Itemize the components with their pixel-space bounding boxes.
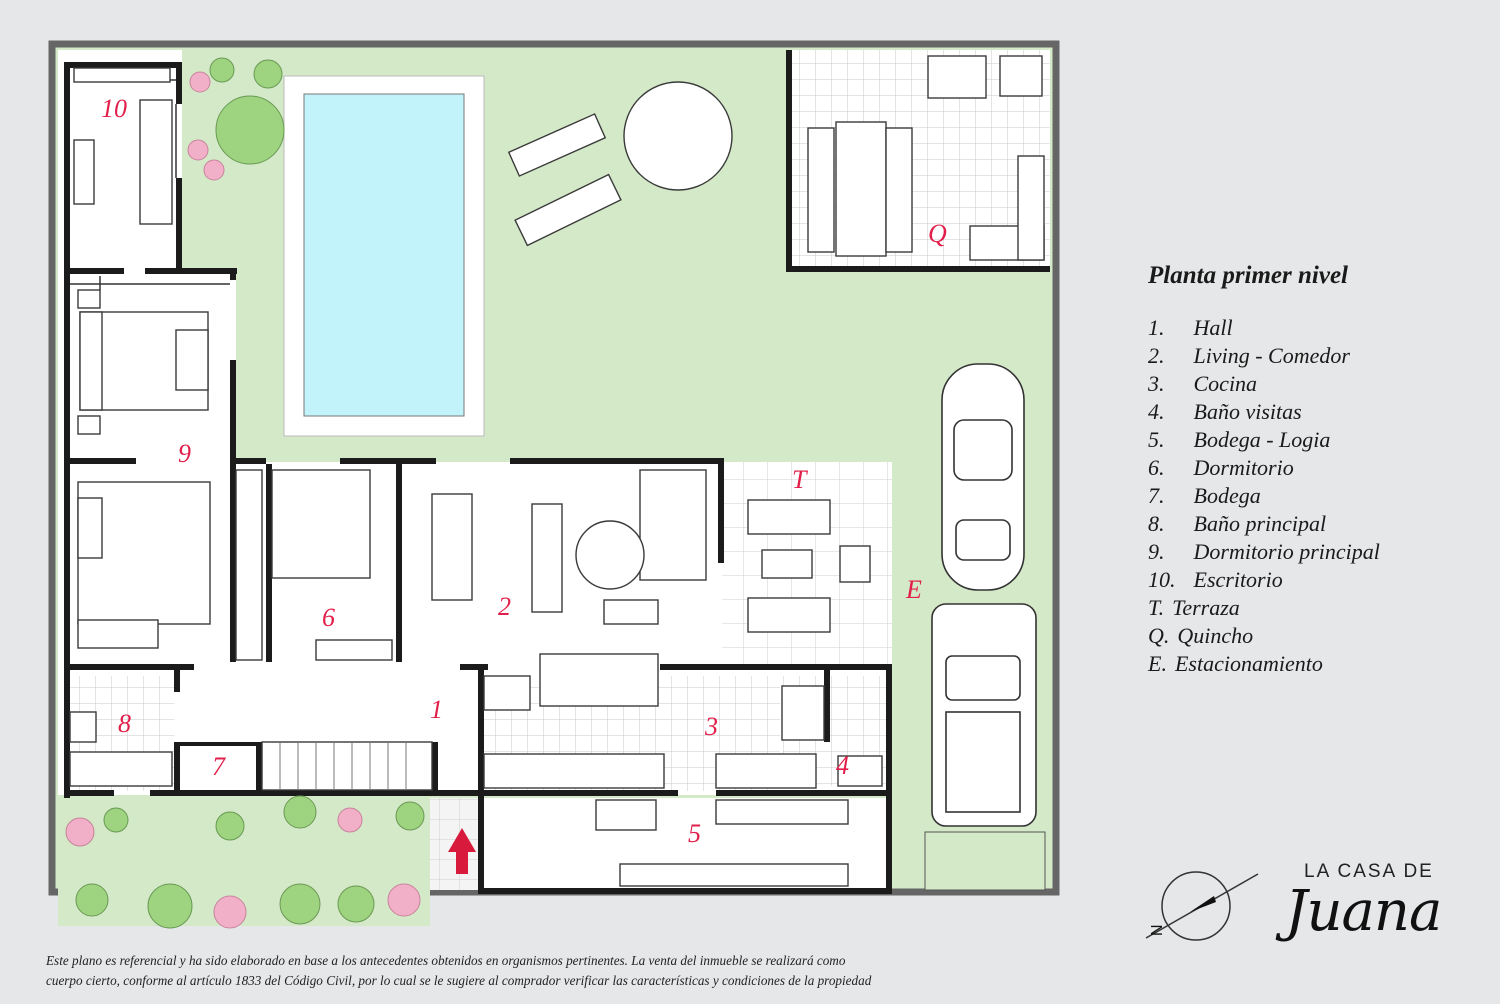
- legend-list: 1. Hall 2. Living - Comedor 3. Cocina 4.…: [1148, 314, 1488, 678]
- legend-item: 7. Bodega: [1148, 483, 1261, 508]
- legend-item: Q.Quincho: [1148, 623, 1254, 648]
- disclaimer: Este plano es referencial y ha sido elab…: [46, 951, 1046, 991]
- legend-item: 10. Escritorio: [1148, 567, 1283, 592]
- room-label-5: 5: [688, 819, 701, 848]
- room-label-T: T: [792, 465, 808, 494]
- entry-arrow: [448, 828, 476, 874]
- floor-plan: 1 2 3 4 5 6 7 8 9 10 T Q E: [48, 40, 1060, 929]
- pool-water: [303, 93, 465, 417]
- legend-item: 1. Hall: [1148, 315, 1233, 340]
- brand-top-text: LA CASA DE: [1304, 861, 1434, 882]
- legend-item: E.Estacionamiento: [1148, 651, 1323, 676]
- legend: Planta primer nivel 1. Hall 2. Living - …: [1148, 262, 1488, 678]
- legend-item: 5. Bodega - Logia: [1148, 427, 1331, 452]
- north-compass-icon: N: [1145, 871, 1259, 941]
- legend-item: T.Terraza: [1148, 595, 1240, 620]
- walls: [64, 50, 1050, 894]
- legend-title: Planta primer nivel: [1148, 262, 1348, 289]
- room-label-10: 10: [101, 94, 127, 123]
- planting: [65, 57, 425, 929]
- parked-cars: [931, 363, 1037, 827]
- room-label-6: 6: [322, 603, 335, 632]
- room-label-1: 1: [430, 695, 443, 724]
- brand-script-text: Juana: [1285, 879, 1442, 944]
- brand-logo: LA CASA DE Juana: [1285, 855, 1485, 995]
- room-label-7: 7: [212, 752, 226, 781]
- room-label-3: 3: [704, 712, 718, 741]
- room-label-8: 8: [118, 709, 131, 738]
- legend-item: 2. Living - Comedor: [1148, 343, 1350, 368]
- disclaimer-line-1: Este plano es referencial y ha sido elab…: [46, 953, 846, 968]
- room-label-9: 9: [178, 439, 191, 468]
- disclaimer-line-2: cuerpo cierto, conforme al artículo 1833…: [46, 973, 872, 988]
- room-label-Q: Q: [928, 219, 947, 248]
- room-label-2: 2: [498, 592, 511, 621]
- legend-item: 3. Cocina: [1148, 371, 1258, 396]
- compass-north-letter: N: [1149, 924, 1166, 936]
- room-label-E: E: [905, 575, 922, 604]
- legend-item: 8. Baño principal: [1148, 511, 1327, 536]
- room-label-4: 4: [836, 751, 849, 780]
- legend-item: 4. Baño visitas: [1148, 399, 1302, 424]
- legend-item: 9. Dormitorio principal: [1148, 539, 1380, 564]
- room-labels: 1 2 3 4 5 6 7 8 9 10 T Q E: [101, 94, 947, 848]
- legend-item: 6. Dormitorio: [1148, 455, 1294, 480]
